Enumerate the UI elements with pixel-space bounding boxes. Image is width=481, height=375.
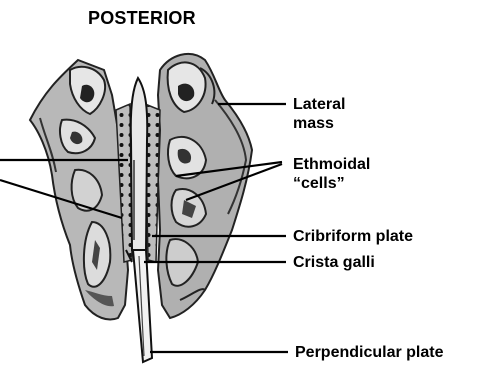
perpendicular-plate-shape — [133, 250, 152, 362]
diagram-title: POSTERIOR — [88, 8, 196, 29]
label-cribriform-plate: Cribriform plate — [293, 227, 413, 246]
label-perpendicular-plate: Perpendicular plate — [295, 343, 444, 362]
crista-galli-shape — [131, 78, 147, 250]
label-ethmoidal-cells-line1: Ethmoidal — [293, 155, 370, 174]
label-crista-galli: Crista galli — [293, 253, 375, 272]
label-lateral-mass: Lateral mass — [293, 95, 345, 133]
label-ethmoidal-cells-line2: “cells” — [293, 174, 370, 193]
label-ethmoidal-cells: Ethmoidal “cells” — [293, 155, 370, 193]
label-lateral-mass-line2: mass — [293, 114, 345, 133]
label-lateral-mass-line1: Lateral — [293, 95, 345, 114]
